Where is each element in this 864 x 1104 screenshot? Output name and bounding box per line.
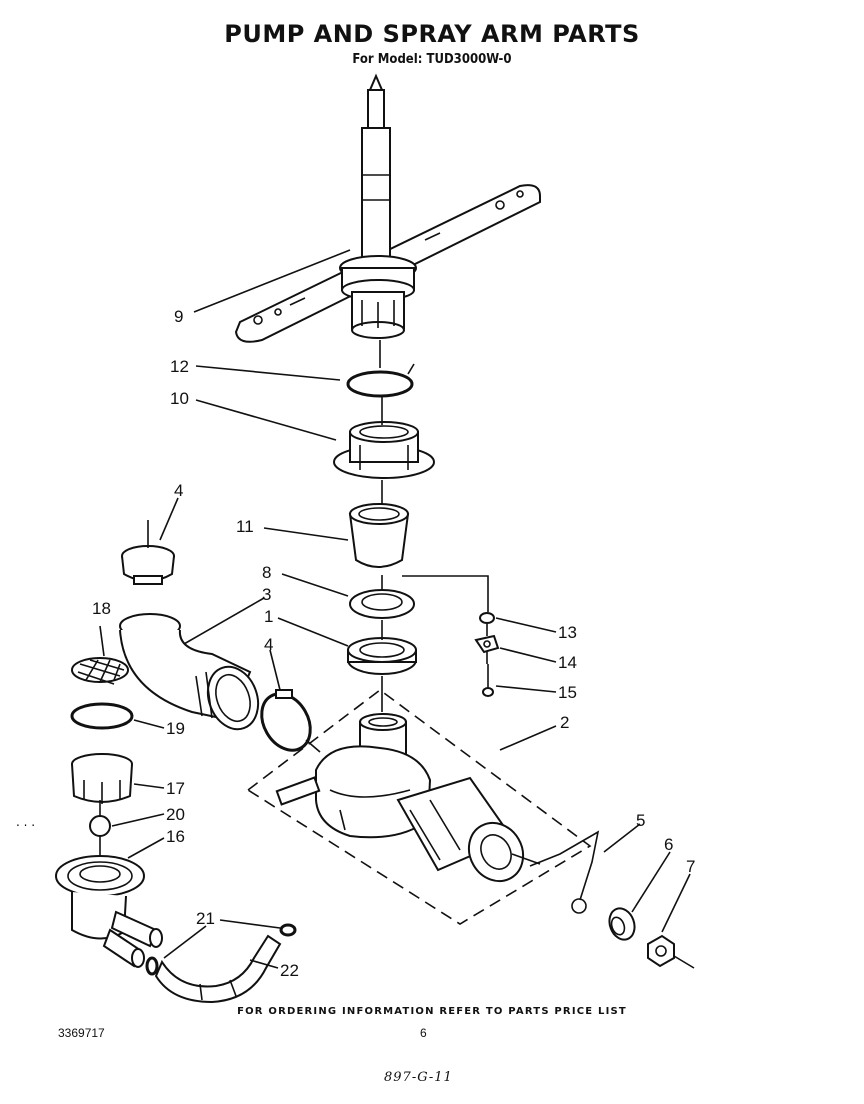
part-7-nut (647, 934, 695, 969)
part-1-gasket (347, 637, 417, 675)
callout-2: 2 (560, 713, 569, 732)
callout-5: 5 (636, 811, 645, 830)
handwritten-code: 897-G-11 (384, 1070, 453, 1085)
part-5-wire-spring (529, 830, 600, 914)
model-subtitle: For Model: TUD3000W-0 (352, 52, 512, 67)
part-4-hose-clamp-upper (121, 520, 175, 585)
page-number: 6 (420, 1026, 427, 1040)
part-21-clamps (145, 923, 297, 976)
callout-leader-lines (99, 249, 691, 969)
callout-6: 6 (664, 835, 673, 854)
document-number: 3369717 (58, 1026, 105, 1040)
part-20-check-ball (89, 815, 111, 837)
callout-15: 15 (558, 683, 577, 702)
callout-labels: 9 12 10 4 11 8 3 1 18 4 13 14 15 2 19 17… (92, 307, 695, 980)
part-8-seal (349, 589, 415, 619)
part-22-drain-hose (154, 934, 282, 1004)
part-4-hose-clamp-lower (260, 689, 321, 753)
callout-4-upper: 4 (174, 481, 183, 500)
part-3-elbow-hose (119, 613, 260, 731)
page-title: PUMP AND SPRAY ARM PARTS (224, 20, 640, 48)
callout-17: 17 (166, 779, 185, 798)
callout-16: 16 (166, 827, 185, 846)
callout-18: 18 (92, 599, 111, 618)
callout-13: 13 (558, 623, 577, 642)
part-2-pump-motor-assembly (246, 688, 592, 925)
part-9-spray-arm (234, 73, 541, 343)
callout-1: 1 (264, 607, 273, 626)
ordering-note: FOR ORDERING INFORMATION REFER TO PARTS … (237, 1006, 627, 1017)
part-14-clip (474, 634, 500, 654)
part-10-housing (333, 421, 435, 479)
callout-14: 14 (558, 653, 577, 672)
part-17-filter-cap (71, 753, 133, 804)
callout-20: 20 (166, 805, 185, 824)
part-11-cup (348, 503, 410, 568)
callout-4-lower: 4 (264, 635, 273, 654)
part-12-retaining-ring (346, 363, 415, 398)
callout-11: 11 (236, 517, 254, 536)
callout-3: 3 (262, 585, 271, 604)
part-6-coupling (608, 907, 636, 941)
callout-10: 10 (170, 389, 189, 408)
callout-8: 8 (262, 563, 271, 582)
callout-9: 9 (174, 307, 183, 326)
part-16-sump (55, 800, 163, 968)
part-19-ring (70, 702, 134, 730)
part-15-screw (482, 664, 494, 697)
callout-12: 12 (170, 357, 189, 376)
part-18-filter-screen (71, 657, 129, 685)
callout-22: 22 (280, 961, 299, 980)
part-13-washer (479, 612, 495, 624)
callout-19: 19 (166, 719, 185, 738)
callout-21: 21 (196, 909, 215, 928)
callout-7: 7 (686, 857, 695, 876)
margin-dots: . . . (16, 815, 35, 829)
